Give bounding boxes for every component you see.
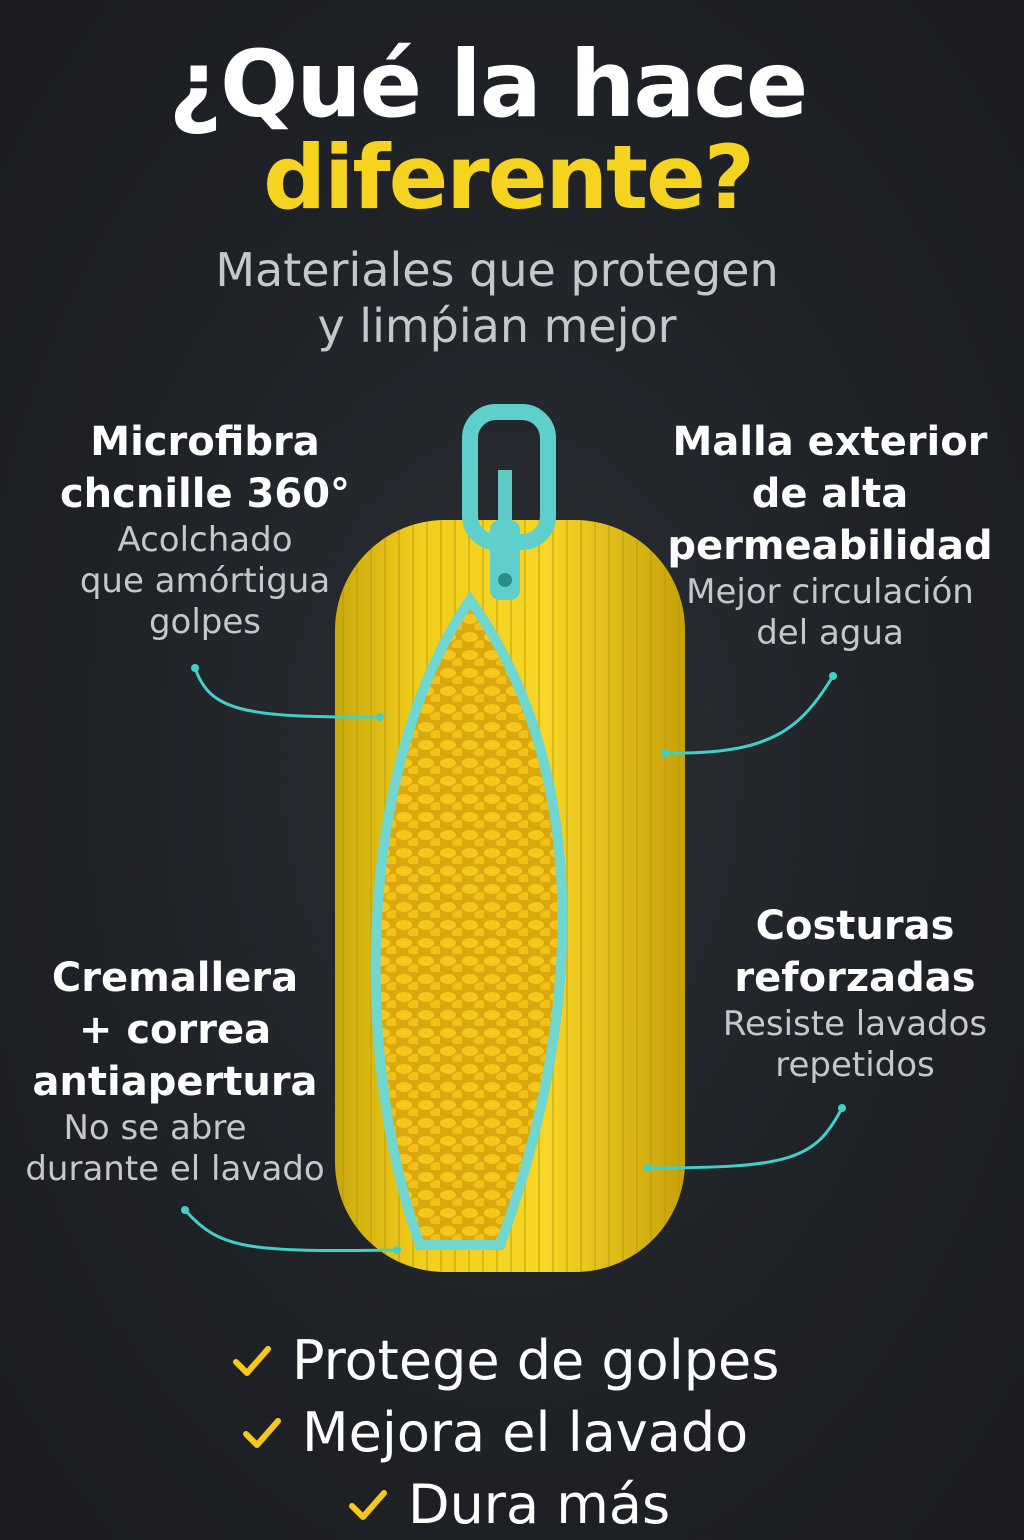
benefit-item: Protege de golpes [232,1326,779,1396]
subtitle-line-1: Materiales que protegen [215,243,779,297]
feature-title: reforzadas [734,955,976,1001]
subtitle-line-2: y limṕian mejor [317,299,677,353]
feature-desc: repetidos [775,1045,935,1085]
feature-costuras: Costuras reforzadas Resiste lavados repe… [700,900,1010,1086]
zipper-pull [490,520,520,600]
feature-title: de alta [751,471,909,517]
callout-line-costuras [647,1107,844,1170]
feature-title: Malla exterior [672,419,988,465]
benefit-item: Mejora el lavado [242,1398,748,1468]
check-icon [243,1418,281,1448]
check-icon [233,1346,271,1376]
check-icon [349,1490,387,1520]
benefit-text: Mejora el lavado [302,1401,749,1464]
feature-title: chcnille 360° [59,471,351,517]
feature-title: antiapertura [32,1059,318,1105]
feature-title: Microfibra [90,419,320,465]
callout-line-microfibra [193,667,381,719]
callout-line-malla [664,675,835,755]
callout-line-cremallera [183,1209,398,1252]
feature-desc: del agua [756,613,904,653]
feature-malla: Malla exterior de alta permeabilidad Mej… [660,416,1000,654]
feature-title: Cremallera [51,955,299,1001]
feature-desc: golpes [148,602,262,642]
subtitle: Materiales que protegen y limṕian mejor [0,242,994,354]
benefit-text: Dura más [408,1473,671,1536]
feature-desc: Resiste lavados [722,1004,988,1044]
benefit-text: Protege de golpes [292,1329,780,1392]
benefit-item: Dura más [348,1470,670,1540]
pouch-body [335,404,685,1272]
feature-desc: que amórtigua [79,561,331,601]
feature-cremallera: Cremallera + correa antiapertura No se a… [10,952,340,1190]
feature-microfibra: Microfibra chcnille 360° Acolchado que a… [40,416,370,643]
feature-title: + correa [78,1007,272,1053]
title-line-2: diferente? [263,126,755,229]
title-line-1: ¿Qué la hace [168,31,809,138]
feature-desc: durante el lavado [25,1149,325,1189]
feature-desc: Acolchado [117,520,293,560]
feature-desc: Mejor circulación [686,572,974,612]
feature-desc: No se abre [63,1108,247,1148]
feature-title: permeabilidad [667,523,993,569]
feature-title: Costuras [755,903,955,949]
